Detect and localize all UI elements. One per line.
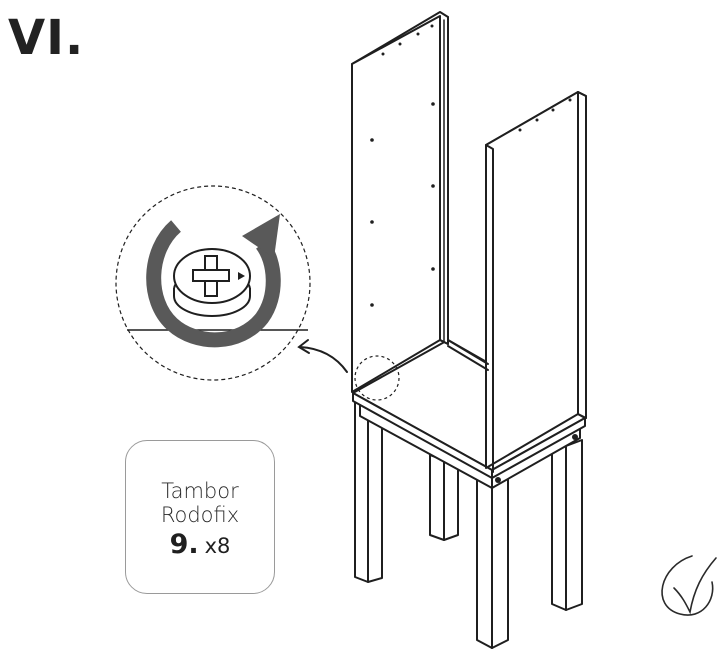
part-quantity: x8 bbox=[204, 534, 231, 558]
cross-head-screw-icon bbox=[173, 248, 251, 317]
part-number: 9. bbox=[169, 529, 199, 560]
front-leg bbox=[476, 469, 509, 649]
right-side-panel bbox=[485, 91, 587, 473]
clockwise-arrow-icon bbox=[146, 214, 281, 348]
part-card: Tambor Rodofix 9.x8 bbox=[125, 440, 275, 594]
step-title: VI. bbox=[8, 10, 85, 66]
curved-pointer-arrow-icon bbox=[297, 339, 348, 373]
left-side-panel bbox=[351, 11, 449, 393]
part-name-line2: Rodofix bbox=[160, 503, 240, 527]
panel-holes bbox=[370, 24, 578, 483]
back-left-leg bbox=[354, 399, 383, 583]
part-quantity-row: 9.x8 bbox=[126, 529, 274, 560]
right-leg bbox=[551, 439, 583, 611]
checkmark-icon bbox=[661, 555, 717, 616]
detail-marker-circle bbox=[354, 355, 400, 401]
part-name-line1: Tambor bbox=[161, 479, 239, 503]
